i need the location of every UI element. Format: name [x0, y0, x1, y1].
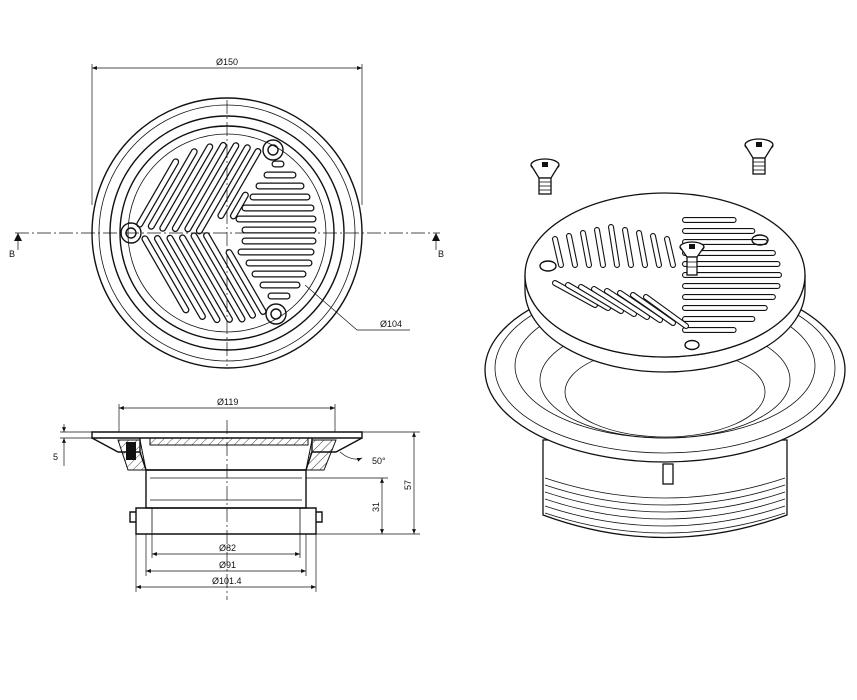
iso-slot	[605, 289, 649, 319]
iso-hole-bottom	[684, 339, 700, 351]
screw-icon	[679, 241, 705, 276]
iso-slot	[566, 283, 610, 310]
iso-grate	[524, 192, 806, 373]
screw-icon	[744, 138, 774, 175]
section-marker-left: B	[9, 233, 22, 259]
thread-line	[544, 491, 786, 513]
iso-slot	[579, 285, 623, 313]
iso-slot	[651, 234, 661, 267]
screw-section	[126, 442, 136, 460]
dim-label-angle: 50°	[372, 456, 386, 466]
iso-slot	[592, 287, 636, 316]
grate-slot	[160, 144, 213, 231]
thread-line	[544, 512, 786, 534]
iso-slot	[553, 281, 597, 307]
iso-slot	[553, 237, 563, 267]
iso-slot	[609, 225, 619, 267]
section-label-left: B	[9, 249, 15, 259]
grate-slot	[218, 149, 261, 218]
grate-slot	[185, 143, 239, 232]
dim-label-91: Ø91	[219, 560, 236, 570]
thread-part	[135, 507, 317, 535]
grate-slots	[136, 141, 317, 324]
dim-label-31: 31	[371, 502, 381, 512]
iso-slot	[567, 234, 577, 267]
iso-slot	[581, 231, 591, 267]
dim-label-119: Ø119	[217, 397, 238, 407]
grate-slot	[148, 149, 197, 229]
grate-slot	[167, 235, 220, 322]
dim-label-57: 57	[403, 480, 413, 490]
iso-slot	[665, 237, 675, 267]
iso-slot	[637, 231, 647, 267]
dim-label-5: 5	[53, 452, 58, 462]
dim-label-150: Ø150	[216, 57, 238, 67]
iso-hole-left	[539, 260, 557, 272]
thread-line	[544, 498, 786, 520]
funnel	[139, 451, 313, 471]
thread-notch-left	[129, 511, 136, 523]
dim-label-82: Ø82	[219, 543, 236, 553]
grate-slot	[231, 192, 248, 219]
screw-icon	[530, 158, 560, 195]
grate-slot	[180, 235, 232, 322]
isometric-view	[484, 138, 846, 539]
thread-notch-right	[316, 511, 323, 523]
grate-slot	[197, 145, 250, 234]
grate-slot	[173, 143, 226, 231]
screw-hole-top	[262, 139, 284, 161]
iso-slot	[595, 228, 605, 267]
dim-label-104: Ø104	[380, 319, 402, 329]
iso-slot	[618, 291, 662, 322]
grate-slot	[226, 250, 266, 314]
iso-slot	[631, 293, 675, 325]
dim-label-101: Ø101.4	[212, 576, 242, 586]
thread-line	[544, 477, 786, 499]
thread-line	[544, 484, 786, 506]
section-view: Ø119 5 50° 57 31 Ø82 Ø91 Ø101.	[53, 397, 420, 600]
iso-hole-right	[751, 234, 769, 246]
iso-body	[542, 439, 788, 539]
grate-slot	[155, 236, 205, 319]
grate-slot	[137, 159, 178, 227]
section-marker-right: B	[432, 233, 444, 259]
iso-slot	[623, 228, 633, 267]
grate-slot	[204, 233, 255, 318]
top-view: B B Ø150 Ø104	[9, 57, 444, 369]
thread-line	[544, 505, 786, 527]
section-label-right: B	[438, 249, 444, 259]
iso-slot	[644, 295, 688, 328]
iso-threads	[544, 477, 786, 534]
screw-hole-bottom	[265, 303, 287, 325]
grate-slot	[191, 233, 245, 322]
grate-section	[149, 437, 309, 446]
grate-slot	[142, 236, 189, 313]
body-upper	[145, 469, 307, 509]
iso-tab	[662, 463, 674, 485]
iso-grate-slots	[552, 217, 782, 333]
